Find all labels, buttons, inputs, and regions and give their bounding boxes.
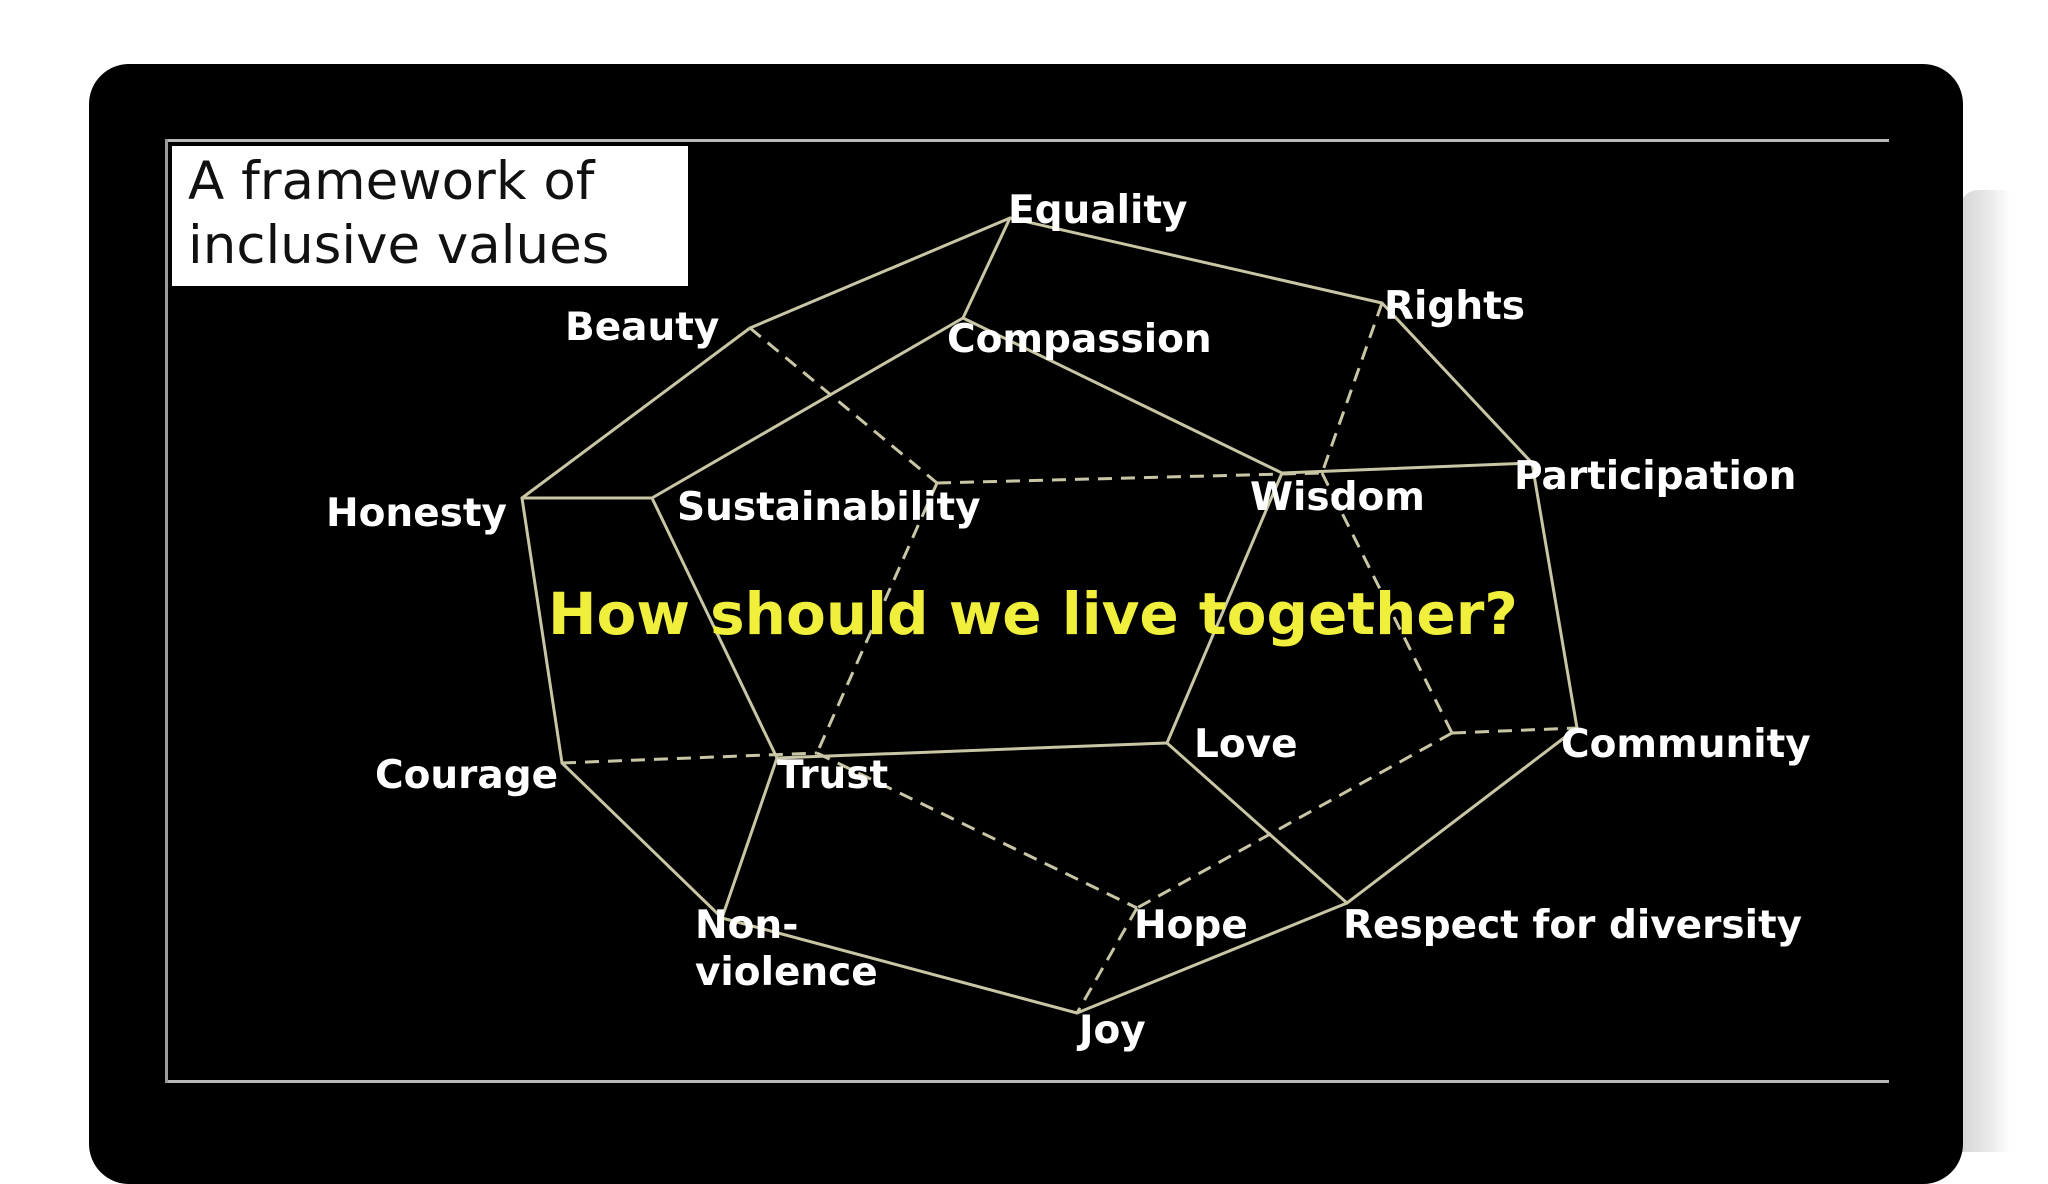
edge (961, 216, 1012, 320)
edge (748, 216, 1012, 330)
central-question: How should we live together? (548, 580, 1518, 648)
label-rights: Rights (1384, 284, 1525, 329)
title-line-2: inclusive values (188, 215, 610, 276)
label-courage: Courage (375, 753, 559, 798)
edge (1345, 726, 1579, 905)
slide-bottom-border (165, 1080, 1889, 1083)
hidden-edge (1320, 302, 1384, 474)
slide-top-border (165, 139, 1889, 142)
edge (1008, 216, 1384, 305)
label-wisdom: Wisdom (1250, 475, 1425, 520)
hidden-edge (815, 482, 939, 754)
edge (650, 496, 779, 760)
edge (1165, 471, 1284, 745)
title-line-1: A framework of (188, 151, 595, 212)
label-honesty: Honesty (326, 491, 507, 536)
edge (520, 326, 752, 500)
hidden-edge (1451, 726, 1578, 735)
label-beauty: Beauty (565, 305, 720, 350)
label-trust: Trust (777, 753, 889, 798)
label-compassion: Compassion (947, 317, 1212, 362)
hidden-edge (561, 751, 818, 765)
dodecahedron-diagram (520, 216, 1579, 1015)
label-equality: Equality (1008, 188, 1188, 233)
hidden-edge (816, 751, 1138, 910)
label-non-violence-line-1: Non- (695, 903, 799, 948)
label-hope: Hope (1134, 903, 1248, 948)
title-box: A framework of inclusive values (172, 146, 688, 286)
edge (650, 316, 965, 500)
label-sustainability: Sustainability (677, 485, 981, 530)
edge (1280, 461, 1534, 475)
label-participation: Participation (1514, 454, 1797, 499)
edge (1380, 301, 1534, 465)
edge (720, 916, 1079, 1015)
label-respect-for-diversity: Respect for diversity (1343, 903, 1803, 948)
hidden-edge (1136, 731, 1453, 910)
hidden-edge (936, 471, 1323, 485)
edge (1530, 461, 1579, 730)
label-community: Community (1561, 722, 1811, 767)
hidden-edge (749, 326, 938, 485)
label-joy: Joy (1079, 1008, 1146, 1053)
edge (560, 761, 724, 920)
edge (775, 741, 1169, 760)
hidden-edge (1075, 907, 1139, 1014)
hidden-edge (1320, 472, 1454, 734)
edge (961, 316, 1284, 475)
slide-left-border (165, 139, 168, 1083)
label-love: Love (1194, 722, 1298, 767)
edge (1165, 741, 1349, 905)
edge (720, 756, 779, 920)
edge (1075, 901, 1349, 1015)
card-shadow (1960, 190, 2010, 1152)
edge (520, 496, 564, 765)
label-non-violence-line-2: violence (695, 950, 878, 995)
